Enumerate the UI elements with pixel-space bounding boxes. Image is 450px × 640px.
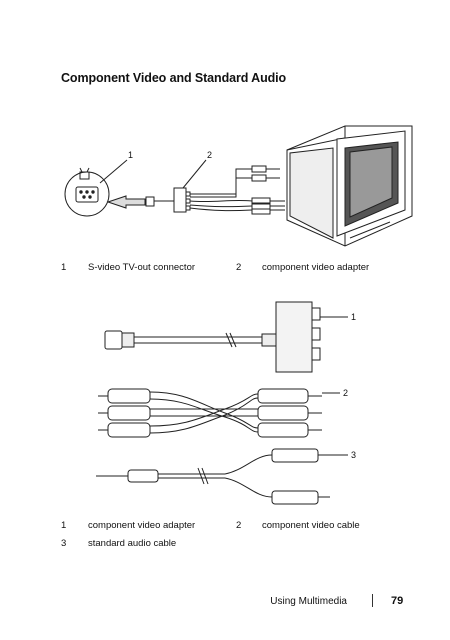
- insert-arrow: [106, 195, 146, 209]
- fig2-callout-2: 2: [343, 388, 348, 398]
- svideo-plug: [104, 330, 123, 350]
- fig1-legend-num-1: 1: [61, 262, 67, 273]
- fig1-legend-text-1: S-video TV-out connector: [88, 262, 196, 273]
- fig2-callout-1: 1: [351, 312, 356, 322]
- fig1-callout-1: 1: [128, 150, 133, 160]
- fig2-legend-text-2: component video cable: [262, 520, 360, 531]
- fig2-legend-num-1: 1: [61, 520, 67, 531]
- fig1-callout-2: 2: [207, 150, 212, 160]
- tv-out-icon: [79, 171, 90, 180]
- page-number: 79: [391, 595, 404, 607]
- fig2-legend-text-3: standard audio cable: [88, 538, 177, 549]
- fig2-legend-num-3: 3: [61, 538, 67, 549]
- footer-divider: [372, 594, 373, 607]
- fig1-legend-num-2: 2: [236, 262, 242, 273]
- component-adapter: [275, 301, 313, 373]
- fig2-callout-3: 3: [351, 450, 356, 460]
- fig1-legend-text-2: component video adapter: [262, 262, 370, 273]
- fig2-legend-num-2: 2: [236, 520, 242, 531]
- footer-section-title: Using Multimedia: [270, 596, 347, 607]
- svideo-port: [75, 186, 99, 203]
- fig2-legend-text-1: component video adapter: [88, 520, 196, 531]
- component-cables: [98, 388, 340, 438]
- audio-cable: [96, 448, 348, 505]
- section-heading: Component Video and Standard Audio: [61, 71, 287, 85]
